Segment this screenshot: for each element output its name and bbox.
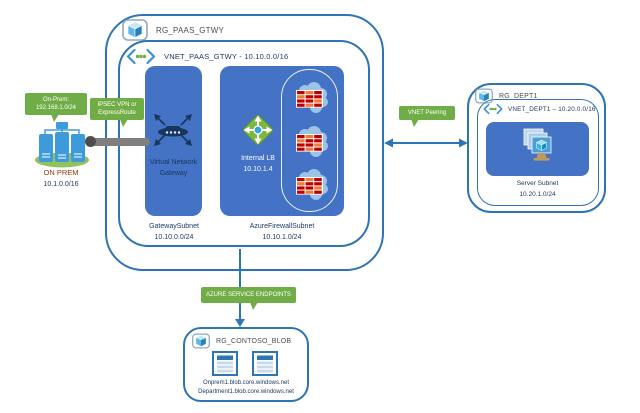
service-endpoints-callout: AZURE SERVICE ENDPOINTS [201,287,296,310]
gateway-subnet: Virtual Network Gateway [145,66,202,216]
blob-storage-icon [212,351,238,376]
firewall-icon [295,82,328,114]
rg-dept1-title: RG_DEPT1 [499,92,538,100]
rg-contoso-blob-box: RG_CONTOSO_BLOB Onprem1.blob.core.window… [183,327,309,402]
vnet-paas-gtwy-box: VNET_PAAS_GTWY - 10.10.0.0/16 [118,40,370,247]
callout-tail [411,119,420,127]
vpn-tunnel-pipe [90,138,150,146]
firewall-pill [281,69,338,212]
firewall-subnet-cidr: 10.10.1.0/24 [262,234,302,241]
callout-tail [250,302,259,310]
callout-tail [51,114,60,122]
virtual-network-gateway-icon [154,114,192,146]
internal-lb-ip: 10.10.1.4 [243,165,273,173]
resource-group-icon [192,333,210,349]
gateway-subnet-cidr: 10.10.0.0/24 [154,234,194,241]
onprem-cidr: 10.1.0.0/16 [43,181,79,188]
blob-url: Onprem1.blob.core.windows.net [202,380,290,386]
firewall-icon [295,168,328,200]
callout-tail [119,119,128,127]
gateway-subnet-resource-label: Virtual Network Gateway [149,159,198,177]
vnet-paas-title: VNET_PAAS_GTWY - 10.10.0.0/16 [164,52,289,61]
server-subnet-name: Server Subnet [516,180,559,187]
gateway-subnet-name: GatewaySubnet [149,223,199,230]
vnet-peering-text: VNET Peering [407,110,447,116]
service-endpoints-arrow [235,319,245,327]
service-endpoints-text: AZURE SERVICE ENDPOINTS [206,292,291,298]
vnet-dept1-box: VNET_DEPT1 – 10.20.0.0/16 Se [477,99,599,206]
internal-lb-label: Internal LB [241,155,275,162]
ipsec-callout-text: IPSEC VPN or ExpressRoute [97,102,137,116]
onprem-callout-text: On-Prem: 192.168.1.0/24 [35,97,77,111]
vnet-icon [483,103,503,115]
azure-firewall-subnet: Internal LB 10.10.1.4 [220,66,344,216]
vpn-tunnel-cap [85,136,96,147]
vnet-dept1-title: VNET_DEPT1 – 10.20.0.0/16 [508,105,596,113]
blob-storage-icon [252,351,278,376]
resource-group-icon [475,88,493,104]
virtual-machines-icon [523,128,552,161]
ipsec-callout: IPSEC VPN or ExpressRoute [90,98,144,127]
firewall-subnet-name: AzureFirewallSubnet [249,223,315,230]
server-subnet-cidr: 10.20.1.0/24 [519,190,556,198]
server-subnet [486,122,589,176]
rg-paas-title: RG_PAAS_GTWY [156,25,225,35]
rg-paas-gtwy-box: RG_PAAS_GTWY VNET_PAAS_GTWY - 10.10.0.0/… [105,14,384,271]
onprem-callout: On-Prem: 192.168.1.0/24 [25,93,87,122]
onprem-label: ON PREM [43,168,79,177]
onprem-servers-icon [35,122,89,168]
rg-blob-title: RG_CONTOSO_BLOB [216,337,292,345]
vnet-peering-arrow [384,138,468,148]
load-balancer-icon [243,115,273,145]
vnet-icon [126,48,156,65]
rg-dept1-box: RG_DEPT1 VNET_DEPT1 – 10.20.0.0/16 [467,83,606,213]
service-endpoints-line [239,249,241,319]
firewall-icon [295,125,328,157]
vnet-peering-callout: VNET Peering [399,106,455,127]
blob-url: Department1.blob.core.windows.net [198,389,294,395]
resource-group-icon [122,19,148,41]
